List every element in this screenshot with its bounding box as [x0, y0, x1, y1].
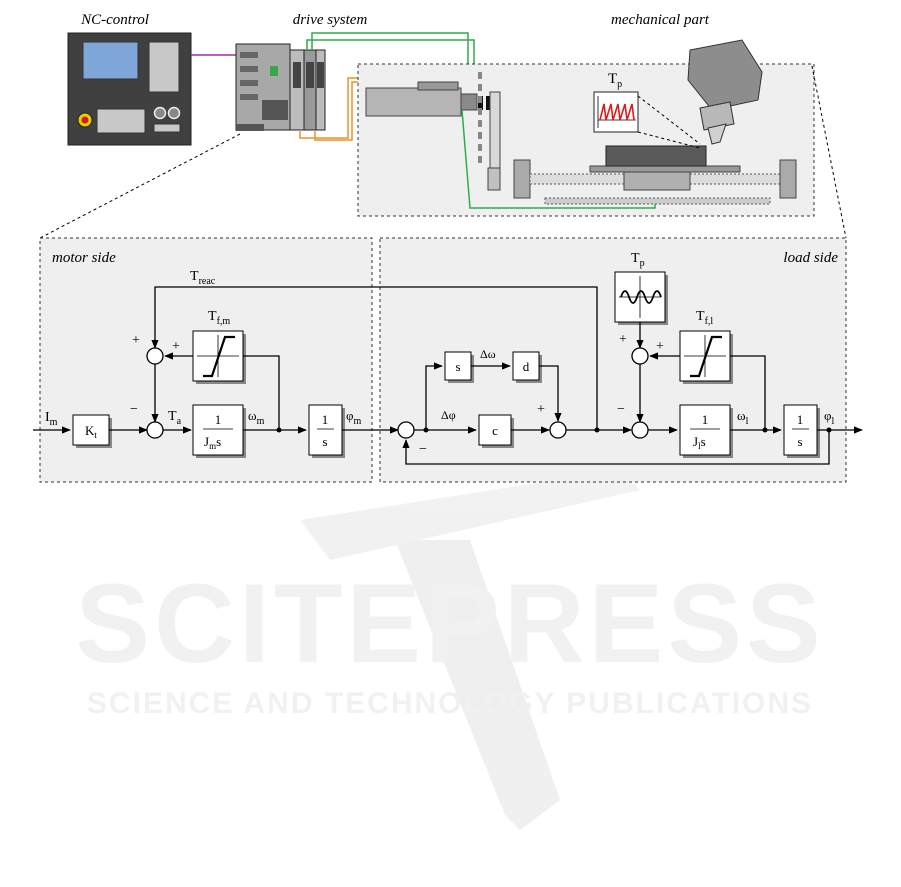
- nc-knob-icon: [155, 108, 166, 119]
- watermark: SCITEPRESS SCIENCE AND TECHNOLOGY PUBLIC…: [75, 470, 825, 830]
- zoom-line-right: [812, 66, 846, 238]
- motor-minus-sign: −: [130, 402, 138, 417]
- load-minus-sign: −: [617, 402, 625, 417]
- linear-scale: [545, 198, 770, 204]
- load-side-label: load side: [783, 250, 838, 266]
- motor-friction-plus-sign: +: [172, 339, 180, 354]
- process-force-plus-sign: +: [619, 332, 627, 347]
- svg-text:s: s: [322, 434, 327, 449]
- position-difference-label: Δφ: [441, 408, 456, 422]
- svg-text:s: s: [797, 434, 802, 449]
- nc-control-label: NC-control: [80, 12, 149, 28]
- watermark-subtitle: SCIENCE AND TECHNOLOGY PUBLICATIONS: [87, 687, 813, 720]
- watermark-title: SCITEPRESS: [75, 561, 825, 686]
- svg-text:s: s: [455, 359, 460, 374]
- nc-control-buttons: [97, 109, 145, 133]
- mechanical-part-label: mechanical part: [611, 12, 710, 28]
- nc-keypad: [149, 42, 179, 92]
- nc-control-panel: [68, 33, 191, 145]
- svg-text:1: 1: [322, 412, 329, 427]
- svg-text:1: 1: [215, 412, 222, 427]
- load-friction-plus-sign: +: [656, 339, 664, 354]
- svg-text:c: c: [492, 423, 498, 438]
- speed-difference-label: Δω: [480, 347, 496, 361]
- coupling-plus-sign: +: [537, 402, 545, 417]
- nc-screen: [83, 42, 138, 79]
- zoom-line-left: [40, 134, 240, 238]
- motor-plus-sign: +: [132, 333, 140, 348]
- feedback-minus-sign: −: [419, 442, 427, 457]
- motor-reaction-sum: [147, 348, 163, 364]
- drive-system-label: drive system: [293, 12, 368, 28]
- svg-text:1: 1: [702, 412, 709, 427]
- nc-knob-icon: [169, 108, 180, 119]
- load-torque-sum: [632, 422, 648, 438]
- svg-text:d: d: [523, 359, 530, 374]
- coupling-torque-sum: [550, 422, 566, 438]
- drive-cabinet: [236, 44, 325, 131]
- svg-text:1: 1: [797, 412, 804, 427]
- hardware-illustration: NC-control drive system mechanical part: [40, 12, 846, 238]
- motor-side-label: motor side: [52, 250, 116, 266]
- position-difference-sum: [398, 422, 414, 438]
- load-reaction-sum: [632, 348, 648, 364]
- motor-torque-sum: [147, 422, 163, 438]
- workpiece: [606, 146, 706, 166]
